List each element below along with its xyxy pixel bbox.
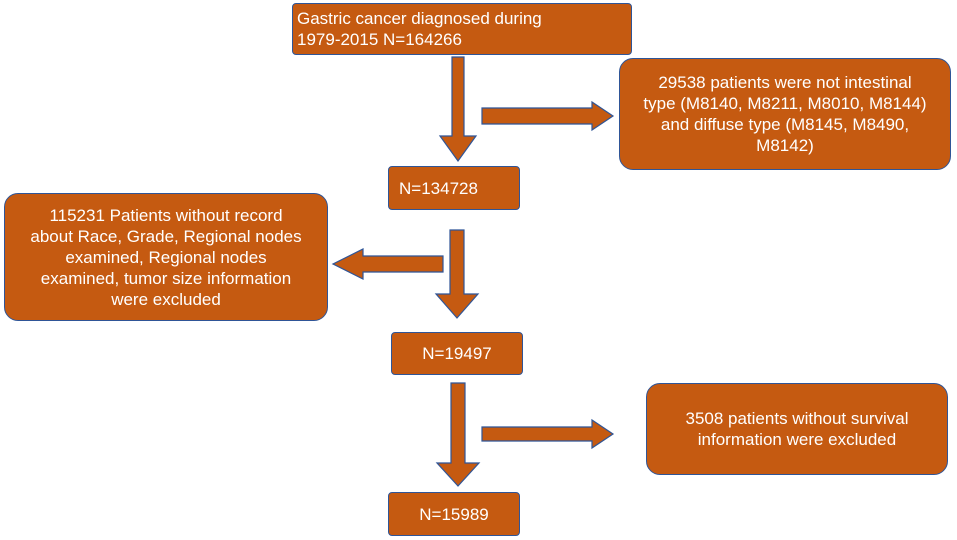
start-box-text: Gastric cancer diagnosed during 1979-201…	[297, 9, 542, 49]
start-box: Gastric cancer diagnosed during 1979-201…	[292, 3, 632, 55]
exclusion-box-2: 115231 Patients without record about Rac…	[4, 193, 328, 321]
final-box: N=15989	[388, 492, 520, 536]
exclusion-box-3: 3508 patients without survival informati…	[646, 383, 948, 475]
arrow-right-1	[481, 100, 615, 132]
exclusion-box-1: 29538 patients were not intestinal type …	[619, 58, 951, 170]
arrow-left-1	[331, 248, 444, 280]
step-box-1-text: N=134728	[399, 178, 478, 198]
step-box-2-text: N=19497	[422, 344, 492, 363]
final-box-text: N=15989	[419, 504, 489, 524]
exclusion-box-2-text: 115231 Patients without record about Rac…	[30, 205, 302, 309]
step-box-2: N=19497	[391, 332, 523, 375]
arrow-down-1	[438, 56, 478, 163]
step-box-1: N=134728	[388, 166, 520, 210]
arrow-down-3	[435, 382, 481, 487]
arrow-down-2	[434, 229, 480, 319]
exclusion-box-1-text: 29538 patients were not intestinal type …	[643, 73, 927, 155]
exclusion-box-3-text: 3508 patients without survival informati…	[685, 409, 909, 449]
arrow-right-2	[481, 418, 615, 450]
